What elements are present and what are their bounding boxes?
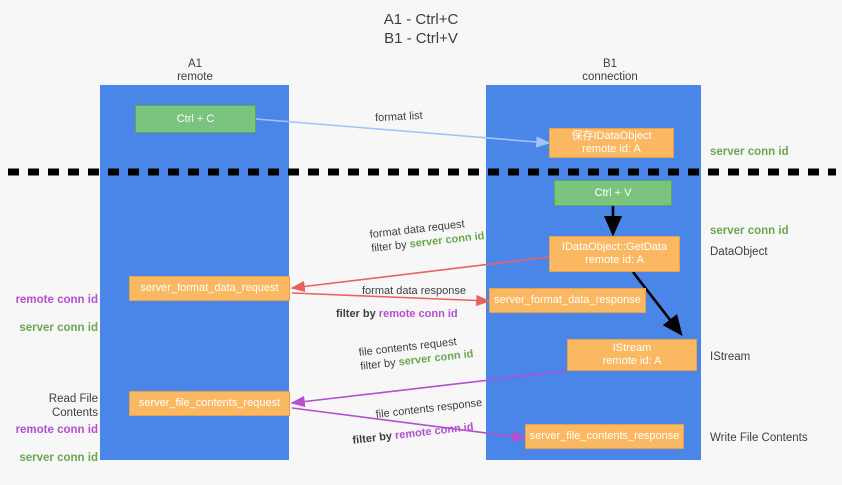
- lane-header-a1: A1 remote: [177, 58, 213, 83]
- edge-label-file-contents-response-line2: filter by remote conn id: [352, 419, 486, 448]
- lane-header-b1: B1 connection: [582, 58, 638, 83]
- left-label-read-file: Read File Contents: [48, 393, 98, 419]
- server-file-contents-request-box[interactable]: server_file_contents_request: [129, 391, 290, 416]
- filter-prefix: filter by: [351, 429, 396, 447]
- left-label-conn-ids-top: remote conn id server conn id: [10, 279, 98, 335]
- edge-label-file-contents-request: file contents request filter by server c…: [358, 333, 474, 374]
- istream-box[interactable]: IStream remote id: A: [567, 339, 697, 371]
- filter-prefix: filter by: [336, 308, 379, 320]
- filter-prefix: filter by: [359, 356, 400, 373]
- right-label-server-conn-id-1-text: server conn id: [710, 146, 789, 158]
- left-label-server-conn-id-bottom: server conn id: [19, 452, 98, 464]
- edge-label-format-data-request: format data request filter by server con…: [369, 215, 485, 256]
- right-label-server-conn-id-1: server conn id: [710, 131, 789, 159]
- right-label-write-file: Write File Contents: [710, 432, 808, 444]
- ctrl-c-box[interactable]: Ctrl + C: [135, 105, 256, 133]
- page-title: A1 - Ctrl+C B1 - Ctrl+V: [383, 11, 459, 47]
- left-label-conn-ids-bottom: remote conn id server conn id: [10, 409, 98, 465]
- edge-label-file-contents-response-line1: file contents response: [375, 396, 483, 421]
- right-label-dataobject: DataObject: [710, 246, 768, 258]
- edge-label-file-contents-response: file contents response filter by remote …: [352, 396, 486, 447]
- idataobject-getdata-box[interactable]: IDataObject::GetData remote id: A: [549, 236, 680, 272]
- left-label-remote-conn-id-bottom: remote conn id: [15, 424, 98, 436]
- left-label-remote-conn-id-top: remote conn id: [15, 294, 98, 306]
- ctrl-v-box[interactable]: Ctrl + V: [554, 180, 672, 206]
- right-label-server-conn-id-2: server conn id: [710, 210, 789, 238]
- edge-label-format-list: format list: [374, 109, 423, 125]
- filter-prefix: filter by: [370, 238, 411, 255]
- server-file-contents-response-box[interactable]: server_file_contents_response: [525, 424, 684, 449]
- left-label-server-conn-id-top: server conn id: [19, 322, 98, 334]
- edge-label-format-data-response: format data response filter by remote co…: [336, 284, 466, 321]
- edge-label-format-data-response-line2: filter by remote conn id: [336, 307, 466, 321]
- filter-key-remote-conn-id: remote conn id: [378, 308, 458, 320]
- edge-label-format-data-response-line1: format data response: [362, 285, 466, 297]
- server-format-data-response-box[interactable]: server_format_data_response: [489, 288, 646, 313]
- save-idataobject-box[interactable]: 保存IDataObject remote id: A: [549, 128, 674, 158]
- right-label-istream: IStream: [710, 351, 751, 363]
- filter-key-remote-conn-id: remote conn id: [394, 421, 475, 442]
- right-label-server-conn-id-2-text: server conn id: [710, 225, 789, 237]
- server-format-data-request-box[interactable]: server_format_data_request: [129, 276, 290, 301]
